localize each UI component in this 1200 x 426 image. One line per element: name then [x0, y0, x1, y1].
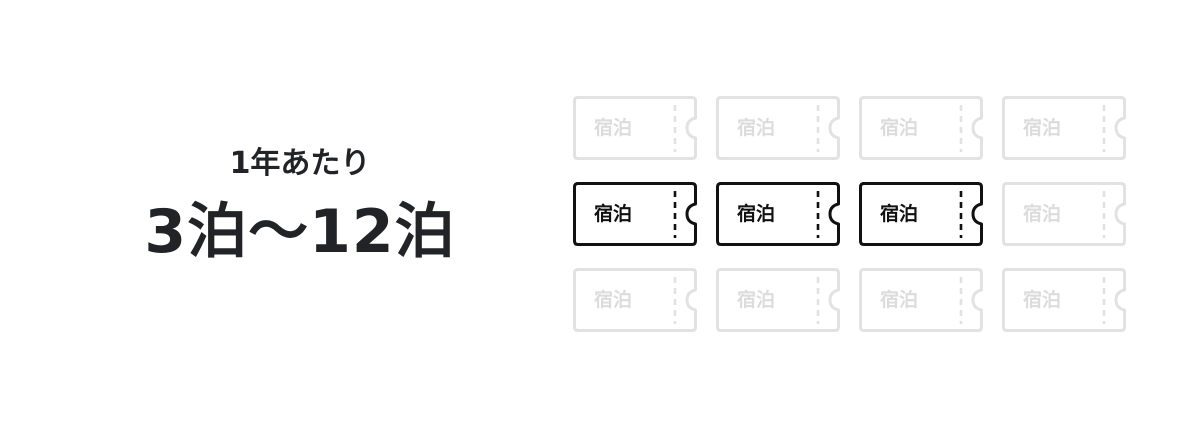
- ticket-label: 宿泊: [737, 203, 776, 225]
- nights-range: 3泊〜12泊: [144, 197, 456, 267]
- ticket-icon: [716, 182, 840, 246]
- stay-ticket: 宿泊: [1002, 96, 1126, 160]
- ticket-icon: [859, 268, 983, 332]
- stay-ticket: 宿泊: [1002, 182, 1126, 246]
- ticket-label: 宿泊: [737, 289, 776, 311]
- ticket-label: 宿泊: [594, 117, 633, 139]
- ticket-label: 宿泊: [1023, 289, 1062, 311]
- ticket-icon: [716, 96, 840, 160]
- ticket-icon: [859, 96, 983, 160]
- stay-ticket: 宿泊: [859, 182, 983, 246]
- ticket-label: 宿泊: [594, 203, 633, 225]
- stay-ticket: 宿泊: [573, 268, 697, 332]
- per-year-label: 1年あたり: [229, 146, 371, 181]
- ticket-icon: [1002, 96, 1126, 160]
- stay-ticket: 宿泊: [716, 268, 840, 332]
- ticket-label: 宿泊: [1023, 117, 1062, 139]
- stay-ticket: 宿泊: [573, 96, 697, 160]
- stay-ticket: 宿泊: [859, 268, 983, 332]
- stay-ticket: 宿泊: [859, 96, 983, 160]
- ticket-icon: [573, 96, 697, 160]
- stay-ticket: 宿泊: [573, 182, 697, 246]
- ticket-label: 宿泊: [880, 289, 919, 311]
- ticket-icon: [573, 182, 697, 246]
- ticket-label: 宿泊: [1023, 203, 1062, 225]
- ticket-icon: [859, 182, 983, 246]
- stay-ticket: 宿泊: [716, 96, 840, 160]
- ticket-icon: [1002, 182, 1126, 246]
- ticket-label: 宿泊: [880, 203, 919, 225]
- stay-ticket: 宿泊: [716, 182, 840, 246]
- ticket-icon: [716, 268, 840, 332]
- stay-summary: 1年あたり 3泊〜12泊: [100, 140, 500, 270]
- ticket-label: 宿泊: [880, 117, 919, 139]
- ticket-icon: [1002, 268, 1126, 332]
- ticket-icon: [573, 268, 697, 332]
- stay-ticket: 宿泊: [1002, 268, 1126, 332]
- ticket-label: 宿泊: [737, 117, 776, 139]
- ticket-label: 宿泊: [594, 289, 633, 311]
